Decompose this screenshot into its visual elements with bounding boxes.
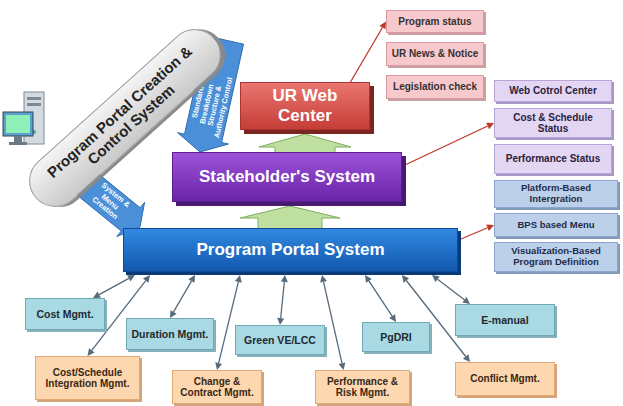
node-text: Cost Mgmt. — [36, 308, 93, 320]
callout-box: Performance Status — [494, 144, 612, 174]
node-text: PgDRI — [380, 331, 412, 343]
node-text: Program status — [398, 16, 471, 28]
callout-box: Platform-Based Intergration — [494, 180, 618, 208]
stakeholder-box: Stakeholder's System — [172, 152, 402, 202]
connector-arrow — [365, 275, 396, 322]
node-text: Platform-Based Intergration — [499, 183, 613, 205]
arrow-head — [235, 275, 242, 283]
module-box: PgDRI — [362, 322, 430, 352]
connector-line — [281, 282, 285, 318]
web-center-box: UR Web Center — [240, 82, 370, 130]
module-box: Cost/Schedule Integration Mgmt. — [35, 356, 140, 400]
connector-line — [99, 278, 129, 294]
arrow-head — [215, 362, 222, 370]
node-text: Green VE/LCC — [244, 334, 316, 346]
module-box: Cost Mgmt. — [25, 298, 105, 330]
callout-box: Visualization-Based Program Definition — [494, 242, 618, 272]
connector-line — [351, 28, 383, 82]
connector-line — [406, 126, 488, 165]
connector-arrow — [215, 275, 242, 370]
module-box: E-manual — [455, 304, 555, 336]
module-box: Duration Mgmt. — [126, 318, 214, 350]
node-text: E-manual — [481, 314, 528, 326]
connector-arrow — [406, 123, 494, 165]
module-box: Green VE/LCC — [235, 325, 325, 355]
arrow-head — [432, 275, 440, 282]
callout-box: BPS based Menu — [494, 213, 618, 237]
node-text: Stakeholder's System — [199, 167, 375, 187]
arrow-head — [88, 348, 95, 356]
node-text: Cost/Schedule Integration Mgmt. — [40, 367, 135, 390]
arrow-head — [486, 123, 494, 129]
node-text: Conflict Mgmt. — [470, 373, 539, 385]
node-text: Duration Mgmt. — [132, 328, 209, 340]
node-text: Web Cotrol Center — [509, 85, 597, 97]
connector-arrow — [277, 275, 288, 325]
callout-box: Program status — [386, 10, 484, 33]
module-box: Change & Contract Mgmt. — [172, 370, 262, 404]
callout-box: Web Cotrol Center — [494, 80, 612, 102]
connector-arrow — [320, 275, 345, 370]
module-box: Performance & Risk Mgmt. — [315, 370, 410, 404]
node-text: Cost & Schedule Status — [499, 112, 607, 135]
node-text: BPS based Menu — [517, 220, 594, 231]
connector-line — [461, 228, 488, 239]
computer-icon — [3, 92, 44, 145]
connector-arrow — [432, 275, 470, 304]
node-text: Program Portal System — [196, 240, 384, 260]
arrow-head — [463, 354, 470, 362]
callout-box: Cost & Schedule Status — [494, 108, 612, 138]
connector-line — [324, 282, 342, 363]
connector-line — [174, 281, 192, 312]
connector-line — [438, 279, 465, 300]
arrow-head — [320, 275, 327, 283]
module-box: Conflict Mgmt. — [455, 362, 555, 396]
arrow-head — [188, 275, 195, 283]
node-text: Performance & Risk Mgmt. — [320, 376, 405, 399]
connector-arrow — [351, 22, 387, 83]
connector-arrow — [461, 225, 494, 239]
node-text: UR Web Center — [245, 86, 365, 125]
arrow-head — [365, 275, 372, 283]
arrow-head — [127, 275, 135, 281]
arrow-head — [170, 310, 177, 318]
arrow-head — [486, 225, 494, 231]
arrow-head — [462, 297, 470, 304]
node-text: Performance Status — [506, 153, 600, 165]
arrow-head — [277, 318, 284, 325]
portal-box: Program Portal System — [123, 228, 458, 272]
connector-arrow — [93, 275, 135, 298]
node-text: UR News & Notice — [392, 48, 479, 60]
arrow-head — [143, 275, 150, 283]
arrow-head — [339, 362, 346, 370]
node-text: Legislation check — [393, 81, 477, 93]
connector-arrow — [170, 275, 195, 318]
connector-line — [369, 281, 392, 316]
arrow-head — [389, 314, 396, 322]
arrow-head — [281, 275, 288, 282]
arrow-head — [402, 275, 409, 283]
callout-box: Legislation check — [386, 75, 484, 99]
node-text: Visualization-Based Program Definition — [499, 246, 613, 268]
node-text: Change & Contract Mgmt. — [177, 376, 257, 399]
callout-box: UR News & Notice — [386, 42, 484, 66]
